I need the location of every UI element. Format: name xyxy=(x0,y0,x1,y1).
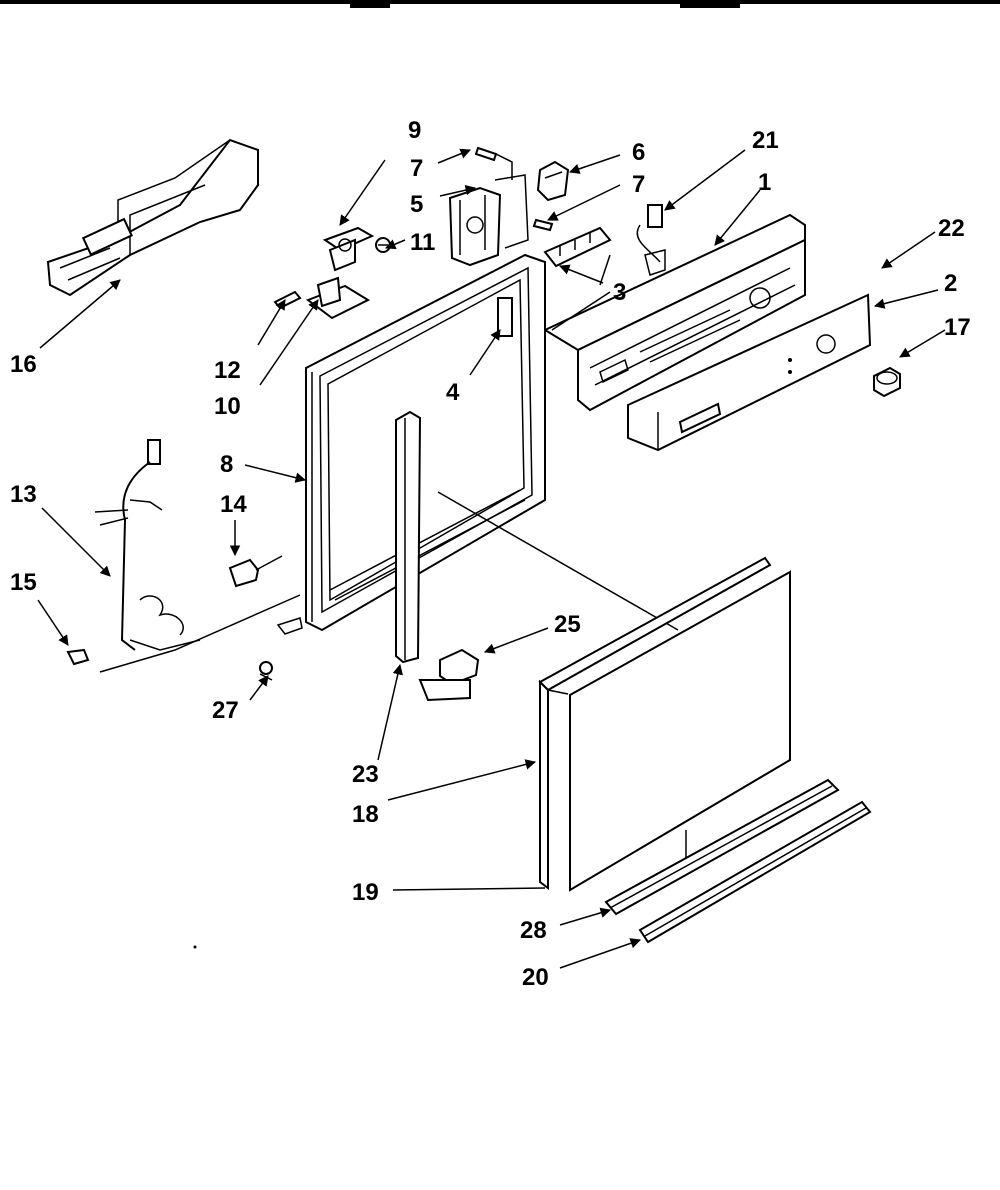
callout-labels: 9 7 6 5 7 21 1 22 2 17 11 3 4 12 10 16 8… xyxy=(10,117,971,991)
callout-11: 11 xyxy=(410,229,435,256)
callout-16: 16 xyxy=(10,351,37,378)
part-13-wire-harness xyxy=(94,439,201,651)
part-27-screw xyxy=(259,661,273,681)
callout-22: 22 xyxy=(938,215,965,242)
part-28-bottom-trim xyxy=(604,778,840,916)
callout-19: 19 xyxy=(352,879,379,906)
callout-15: 15 xyxy=(10,569,37,596)
callout-3: 3 xyxy=(613,279,626,306)
callout-28: 28 xyxy=(520,917,547,944)
callout-1: 1 xyxy=(758,169,771,196)
part-6-knob-cam xyxy=(536,160,570,202)
part-3-switch xyxy=(543,226,612,268)
part-21-connector xyxy=(636,204,666,276)
part-18-door-panel xyxy=(538,556,791,892)
callout-21: 21 xyxy=(752,127,779,154)
part-25-clip xyxy=(418,648,480,702)
part-15-screw xyxy=(66,648,90,666)
leader-lines xyxy=(37,148,946,969)
callout-13: 13 xyxy=(10,481,37,508)
part-10-hinge-bracket xyxy=(305,276,371,320)
part-11-screw xyxy=(375,237,391,253)
part-7-screw-top xyxy=(474,146,513,180)
callout-17: 17 xyxy=(944,314,971,341)
part-23-side-trim xyxy=(395,410,422,664)
callout-7-top: 7 xyxy=(410,155,423,182)
part-16-bracket xyxy=(46,138,259,297)
callout-25: 25 xyxy=(554,611,581,638)
callout-4: 4 xyxy=(446,379,460,406)
callout-14: 14 xyxy=(220,491,247,518)
callout-8: 8 xyxy=(220,451,233,478)
callout-12: 12 xyxy=(214,357,241,384)
part-8-door-frame xyxy=(305,253,546,632)
part-14-connector xyxy=(228,555,283,588)
callout-27: 27 xyxy=(212,697,239,724)
part-1-control-panel xyxy=(542,213,806,412)
part-7-screw-mid xyxy=(532,218,554,232)
callout-10: 10 xyxy=(214,393,241,420)
callout-7-mid: 7 xyxy=(632,171,645,198)
callout-9: 9 xyxy=(408,117,421,144)
callout-23: 23 xyxy=(352,761,379,788)
part-4-strike xyxy=(497,297,513,337)
part-9-hinge-top xyxy=(322,226,375,272)
connector-lines xyxy=(99,291,679,673)
part-2-console-panel xyxy=(627,293,872,452)
callout-2: 2 xyxy=(944,270,957,297)
part-5-latch xyxy=(448,174,529,267)
scan-edge-artifacts xyxy=(0,0,1000,8)
part-12-screw xyxy=(273,290,302,310)
scan-dot xyxy=(193,945,197,949)
callout-18: 18 xyxy=(352,801,379,828)
part-17-knob xyxy=(873,366,901,398)
callout-6: 6 xyxy=(632,139,645,166)
callout-5: 5 xyxy=(410,191,423,218)
callout-20: 20 xyxy=(522,964,549,991)
part-20-kick-plate xyxy=(638,800,872,944)
